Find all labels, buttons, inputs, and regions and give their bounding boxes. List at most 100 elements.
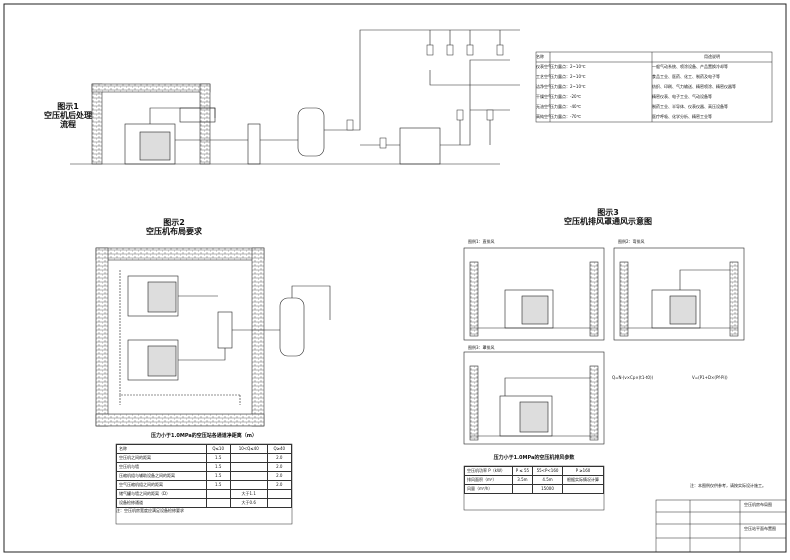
fig3-panel2-duct xyxy=(679,269,730,290)
table-cell: P ≤ 55 xyxy=(511,466,534,476)
table-cell: 设备检修通道 xyxy=(116,498,207,508)
spec-table-cell: 压力露点：2~10℃ xyxy=(550,64,586,69)
fig2-top-wall xyxy=(95,247,265,261)
table-cell: 1.5 xyxy=(205,480,231,490)
table-cell: 空压机之间的距离 xyxy=(116,453,207,463)
table-cell: 2.0 xyxy=(266,471,293,481)
table-cell: 空压机与墙 xyxy=(116,462,207,472)
table-cell: 名称 xyxy=(116,444,207,454)
spec-table-grid xyxy=(535,51,773,123)
fig3-formula2: V=(P1+D×(Pf·Pi)) xyxy=(692,375,728,380)
table-cell: 储气罐与墙之间的距离（D） xyxy=(116,489,207,499)
table-cell: 压缩机组与辅助设备之间的距离 xyxy=(116,471,207,481)
fig3-panel2-frame xyxy=(613,247,745,341)
table-cell xyxy=(266,498,293,508)
table-cell: Q≥40 xyxy=(266,444,293,454)
fig1-top-manifold xyxy=(400,29,520,55)
spec-table-row: 洁净空气压力露点：2~10℃纺织、印刷、气力输送、精密喷涂、精密仪器等 xyxy=(536,82,772,92)
table-cell xyxy=(266,489,293,499)
table3-title: 压力小于1.0MPa的空压机排风参数 xyxy=(493,455,575,461)
fig3-title-line2: 空压机排风罩通风示意图 xyxy=(564,217,652,227)
fig1-right-wall xyxy=(199,83,211,165)
spec-table-cell: 洁净空气 xyxy=(536,84,550,89)
fig2-title-line2: 空压机布局要求 xyxy=(146,227,202,237)
spec-table-cell: 无油空气 xyxy=(536,104,550,109)
table-row: 设备检修通道大于0.6 xyxy=(116,498,293,508)
fig3-formula1: Q=N·(v×Cp×(t1-t0)) xyxy=(612,375,654,380)
table-cell xyxy=(205,498,231,508)
fig2-layout xyxy=(95,247,331,427)
spec-table-cell: 一般气动系统、喷涂设备、产品置换冷却等 xyxy=(652,64,728,69)
fig1-title-line1: 图示1 xyxy=(57,102,79,111)
fig3-panel2-caption: 图例2：弯排风 xyxy=(618,239,645,244)
bottom-note: 注：本图例仅供参考，请按实际设计施工。 xyxy=(690,483,766,488)
table-cell: 1.5 xyxy=(205,462,231,472)
fig1-title-line3: 流程 xyxy=(60,120,76,130)
fig1-duct-box xyxy=(179,107,216,123)
fig2-air-tank xyxy=(279,297,305,357)
fig2-dimensions xyxy=(119,270,241,405)
sheet-border xyxy=(3,3,787,553)
fig1-filter-units xyxy=(346,44,504,149)
spec-table-row: 仪表空气压力露点：2~10℃ 一般气动系统、喷涂设备、产品置换冷却等 xyxy=(536,62,772,72)
spec-table-cell: 工艺空气 xyxy=(536,74,550,79)
table-cell xyxy=(229,462,268,472)
table-cell: 1.5 xyxy=(205,471,231,481)
fig1-title-line2: 空压机后处理 xyxy=(44,111,92,121)
fig2-right-wall xyxy=(251,247,265,427)
fig1-filter-tower xyxy=(247,123,261,165)
table-cell: 2.0 xyxy=(266,453,293,463)
table-row: 风量（m³/h）15000 xyxy=(464,484,605,494)
fig3-panel3-caption: 图例3：罩排风 xyxy=(468,345,495,350)
table-cell: 大于1.1 xyxy=(229,489,268,499)
table-cell: Q≤10 xyxy=(205,444,231,454)
table-cell xyxy=(229,471,268,481)
fig3-title: 图示3 空压机排风罩通风示意图 xyxy=(564,208,652,226)
spec-table-cell: 医疗呼吸、化学分析、精密工业等 xyxy=(652,114,712,119)
table-cell: 55<P<160 xyxy=(532,466,563,476)
fig1-dryer xyxy=(399,127,441,165)
spec-table-cell: 仪表空气 xyxy=(536,64,550,69)
table-cell: 10<Q≤40 xyxy=(229,444,268,454)
fig1-left-wall xyxy=(91,83,103,165)
fig1-air-tank xyxy=(297,107,325,157)
table-cell: 15000 xyxy=(532,484,563,494)
fig3-panel3-hood xyxy=(504,377,590,396)
spec-table-cell: 压力露点：-20℃ xyxy=(550,94,582,99)
fig3-panels xyxy=(463,247,745,445)
table-row: 储气罐与墙之间的距离（D） 大于1.1 xyxy=(116,489,293,499)
table-cell xyxy=(229,480,268,490)
title-block-project: 空压站平面布置图 xyxy=(744,526,776,531)
table-cell: 4.5m xyxy=(532,475,563,485)
fig3-panel3-frame xyxy=(463,351,605,445)
spec-table-cell: 精密仪表、电子工业、气动设备等 xyxy=(652,94,712,99)
fig2-piping xyxy=(178,285,331,361)
spec-table-cell: 压力露点：-40℃ xyxy=(550,104,582,109)
table-cell: 排风面积（m²） xyxy=(464,475,513,485)
table-cell: 空气压缩机组之间的距离 xyxy=(116,480,207,490)
fig2-title: 图示2 空压机布局要求 xyxy=(146,218,202,236)
spec-table-cell: 压力露点：2~10℃ xyxy=(550,84,586,89)
fig1-main-pipe xyxy=(175,29,400,141)
table-cell: 空压机功率 P（kW） xyxy=(464,466,513,476)
spec-table-cell: 高纯空气 xyxy=(536,114,550,119)
fig3-panel1-frame xyxy=(463,247,605,341)
spec-table-rows: 仪表空气压力露点：2~10℃一般气动系统、喷涂设备、产品置换冷却等工艺空气压力露… xyxy=(536,62,772,122)
table-cell: 2.0 xyxy=(266,462,293,472)
spec-table-cell: 食品工业、医药、化工、制药及电子等 xyxy=(652,74,720,79)
fig2-title-line1: 图示2 xyxy=(163,218,185,227)
table-cell xyxy=(229,453,268,463)
fig1-filters xyxy=(429,70,520,145)
